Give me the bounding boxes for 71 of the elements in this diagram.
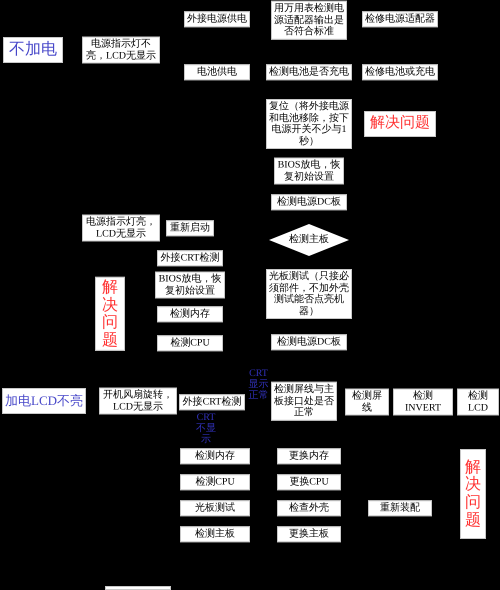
process-box (368, 500, 432, 516)
step-text: 更换主板 (289, 528, 329, 540)
step-text: 检测LCD (467, 390, 489, 414)
step-text: 电源指示灯不亮，LCD无显示 (85, 38, 157, 62)
process-box (184, 64, 250, 80)
result-box (460, 449, 486, 539)
step-text: 检修电池或充电 (365, 66, 435, 78)
process-box (180, 448, 250, 464)
process-box (179, 394, 245, 410)
step-text: 检测屏线 (351, 390, 383, 414)
step-text: 检测电池是否充电 (269, 66, 349, 78)
step-text: 重新启动 (170, 222, 210, 234)
step-text: 更换内存 (289, 450, 329, 462)
result-box (364, 111, 436, 137)
step-text: 检测内存 (170, 308, 210, 320)
step-text: 光板测试（只接必须部件，不加外壳测试能否点亮机器） (269, 271, 349, 317)
start-box (2, 388, 86, 414)
step-text: 更换CPU (289, 476, 329, 488)
step-text: 检测内存 (195, 450, 235, 462)
result-text: 解决问题 (370, 115, 430, 133)
step-text: 检测INVERT (404, 390, 442, 414)
empty-box (105, 586, 171, 590)
step-text: 重新装配 (380, 502, 420, 514)
process-box (271, 194, 347, 210)
process-box (277, 474, 341, 490)
process-box (157, 306, 223, 322)
start-box (3, 37, 63, 63)
step-text: 外接CRT检测 (160, 252, 220, 264)
process-box (166, 220, 214, 236)
step-text: 外接CRT检测 (182, 396, 242, 408)
process-box (277, 500, 341, 516)
process-box (277, 448, 341, 464)
step-text: BIOS放电，恢复初始设置 (277, 160, 341, 182)
result-text: 解决问题 (102, 278, 118, 350)
step-text: 用万用表检测电源适配器输出是否符合标准 (274, 2, 344, 38)
result-box (95, 276, 125, 352)
step-text: 检修电源适配器 (365, 13, 435, 25)
step-text: 检测电源DC板 (277, 336, 341, 348)
process-box (266, 64, 352, 80)
step-text: 检测CPU (195, 476, 235, 488)
step-text: BIOS放电，恢复初始设置 (158, 274, 222, 296)
step-text: 电源指示灯亮，LCD无显示 (85, 216, 157, 240)
note-text: CRT显示正常 (248, 368, 270, 401)
note-text: CRT不显示 (195, 412, 217, 445)
step-text: 电池供电 (197, 66, 237, 78)
process-box (345, 388, 389, 416)
process-box (362, 64, 438, 80)
step-text: 检查外壳 (289, 502, 329, 514)
process-box (180, 500, 250, 516)
step-text: 检测CPU (170, 337, 210, 349)
step-text: 检测屏线与主板接口处是否正常 (274, 384, 334, 418)
symptom-title: 加电LCD不亮 (5, 394, 83, 408)
step-text: 检测主板 (195, 528, 235, 540)
step-text: 外接电源供电 (187, 13, 247, 25)
process-box (362, 11, 438, 27)
process-box (180, 474, 250, 490)
process-box (271, 334, 347, 350)
process-box (277, 526, 341, 542)
step-text: 检测电源DC板 (277, 196, 341, 208)
step-text: 光板测试 (195, 502, 235, 514)
process-box (157, 335, 223, 351)
process-box (184, 11, 250, 27)
step-text: 复位（将外接电源和电池移除，按下电源开关不少与1秒） (269, 101, 349, 147)
decision-text: 检测主板 (289, 234, 329, 246)
process-box (457, 388, 499, 416)
result-text: 解决问题 (465, 458, 481, 530)
symptom-title: 不加电 (9, 40, 57, 60)
process-box (157, 250, 223, 266)
process-box (180, 526, 250, 542)
step-text: 开机风扇旋转，LCD无显示 (102, 390, 174, 412)
process-box (393, 388, 453, 416)
